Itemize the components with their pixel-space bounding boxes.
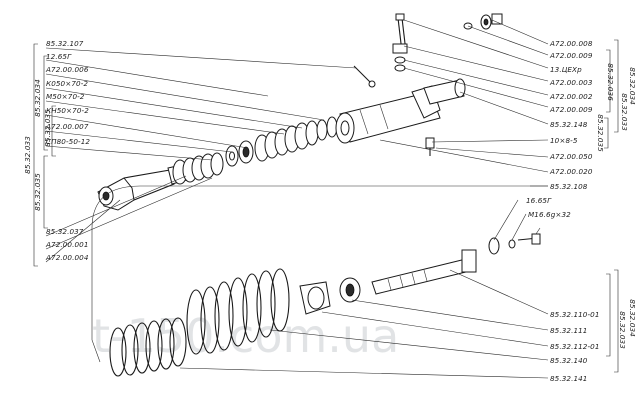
label-10x8-5: 10×8-5 xyxy=(550,136,578,145)
large-spring-middle xyxy=(186,268,290,355)
brackets xyxy=(33,39,619,373)
bracket-right-85-32-034: 85.32.034 xyxy=(628,67,637,105)
label-a72-00-002: А72.00.002 xyxy=(549,92,593,101)
washer-stack xyxy=(225,140,254,167)
bracket-right-lower-85-32-034: 85.32.034 xyxy=(628,299,637,337)
label-85-32-111: 85.32.111 xyxy=(550,326,587,335)
label-sp80-50-12: СП80-50-12 xyxy=(46,137,90,146)
bracket-left-85-32-035: 85.32.035 xyxy=(43,109,52,147)
label-a72-00-008: А72.00.008 xyxy=(549,39,593,48)
label-85-32-112-01: 85.32.112-01 xyxy=(550,342,600,351)
label-12-65g: 12.65Г xyxy=(46,52,72,61)
label-85-32-110-01: 85.32.110-01 xyxy=(550,310,600,319)
bracket-right-lower-85-32-033: 85.32.033 xyxy=(618,311,627,349)
lower-assembly xyxy=(109,233,541,377)
label-a72-00-020: А72.00.020 xyxy=(549,167,593,176)
bracket-left-85-32-033: 85.32.033 xyxy=(23,136,32,174)
cylinder-body xyxy=(335,78,466,144)
label-a72-00-001: А72.00.001 xyxy=(45,240,89,249)
spring-plate xyxy=(299,281,331,315)
rings xyxy=(316,116,338,141)
label-a72-00-003: А72.00.003 xyxy=(549,78,593,87)
label-a72-00-050: А72.00.050 xyxy=(549,152,593,161)
pin-left xyxy=(353,65,376,88)
bracket-left-lower-85-32-035: 85.32.035 xyxy=(33,173,42,211)
label-k050x70: К050×70-2 xyxy=(46,79,88,88)
label-a72-00-009-top: А72.00.009 xyxy=(549,51,593,60)
label-85-32-107: 85.32.107 xyxy=(46,39,84,48)
large-spring-left xyxy=(109,317,187,377)
label-a72-00-004: А72.00.004 xyxy=(45,253,89,262)
fork-end xyxy=(97,169,175,211)
leader-lines xyxy=(45,19,549,379)
label-m50x70: М50×70-2 xyxy=(46,92,85,101)
long-rod xyxy=(371,249,477,295)
coil-spring-middle xyxy=(254,120,319,162)
label-85-32-037: 85.32.037 xyxy=(46,227,84,236)
bracket-left-85-32-034: 85.32.034 xyxy=(33,79,42,117)
label-16-65g: 16.65Г xyxy=(526,196,552,205)
label-85-32-108: 85.32.108 xyxy=(550,182,588,191)
upper-assembly xyxy=(97,13,503,211)
label-kn50x70: КН50×70-2 xyxy=(46,106,89,115)
label-a72-00-006: А72.00.006 xyxy=(45,65,89,74)
label-a72-00-007: А72.00.007 xyxy=(45,122,89,131)
bracket-right-85-32-035: 85.32.035 xyxy=(596,114,605,152)
label-a72-00-009: А72.00.009 xyxy=(549,105,593,114)
bolt-top xyxy=(392,13,408,72)
label-13-cexp: 13.ЦЕХр xyxy=(550,65,582,74)
label-m16-bolt: М16.6g×32 xyxy=(528,210,571,219)
bracket-labels: 85.32.036 85.32.034 85.32.035 85.32.033 … xyxy=(23,63,637,349)
bracket-right-85-32-036: 85.32.036 xyxy=(606,63,615,101)
coil-spring-small xyxy=(172,152,224,185)
castle-nut xyxy=(339,277,361,303)
washer-bolt xyxy=(488,233,541,255)
label-85-32-148: 85.32.148 xyxy=(550,120,588,129)
watermark: t-150.com.ua xyxy=(92,309,399,363)
bracket-right-85-32-033: 85.32.033 xyxy=(620,93,629,131)
label-85-32-141: 85.32.141 xyxy=(550,374,587,383)
label-85-32-140: 85.32.140 xyxy=(550,356,588,365)
left-labels: 85.32.107 12.65Г А72.00.006 К050×70-2 М5… xyxy=(45,39,90,262)
right-labels: А72.00.008 А72.00.009 13.ЦЕХр А72.00.003… xyxy=(526,39,600,383)
bolt-small xyxy=(425,137,435,156)
